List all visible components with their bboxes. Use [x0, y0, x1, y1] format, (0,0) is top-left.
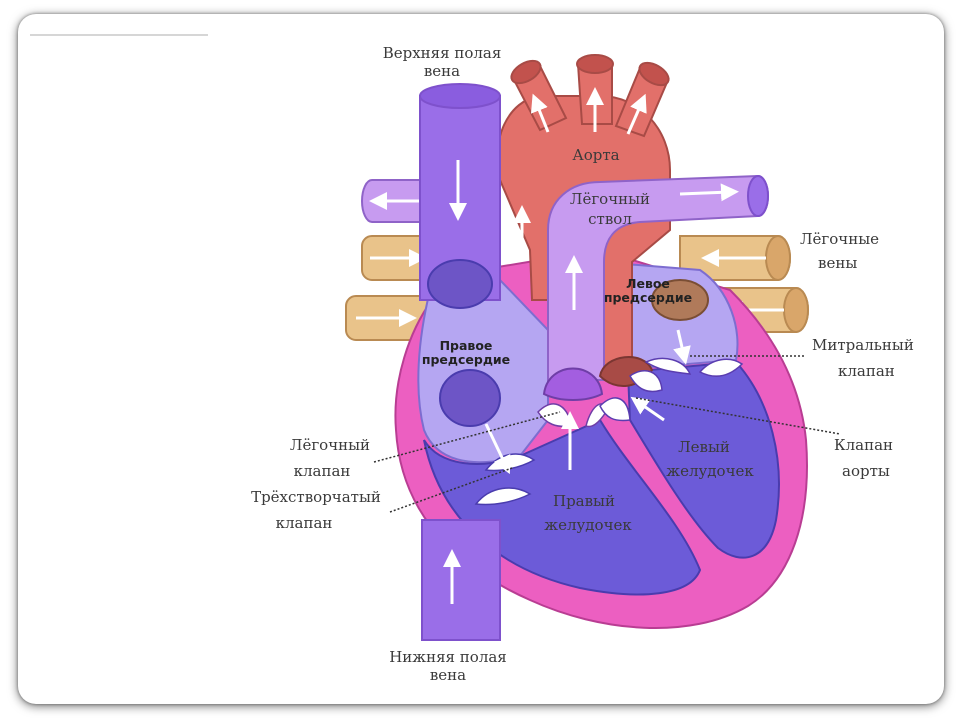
label-left-ventricle-1: Левый — [678, 438, 730, 456]
label-left-ventricle-2: желудочек — [666, 462, 754, 480]
label-inferior-vena-cava-1: Нижняя полая — [389, 648, 507, 666]
left-atrium-vein-opening — [651, 279, 709, 321]
label-right-ventricle-2: желудочек — [544, 516, 632, 534]
label-right-atrium-2: предсердие — [422, 352, 510, 367]
right-atrium-vein-opening — [439, 369, 501, 427]
label-mitral-valve-2: клапан — [838, 362, 895, 380]
label-left-atrium-2: предсердие — [604, 290, 692, 305]
label-mitral-valve-1: Митральный — [812, 336, 914, 354]
label-pulmonary-valve-2: клапан — [294, 462, 351, 480]
label-pulmonary-veins-1: Лёгочные — [800, 230, 879, 248]
chamber-flow-arrows — [484, 329, 691, 475]
label-inferior-vena-cava-2: вена — [430, 666, 466, 684]
aortic-valve — [598, 356, 663, 422]
pulmonary-flow-arrow — [679, 183, 739, 202]
label-superior-vena-cava-2: вена — [424, 62, 460, 80]
label-pulmonary-trunk-1: Лёгочный — [570, 190, 650, 208]
label-aortic-valve-2: аорты — [842, 462, 890, 480]
label-leader-lines — [373, 355, 841, 513]
label-tricuspid-valve-2: клапан — [276, 514, 333, 532]
label-pulmonary-trunk-2: ствол — [588, 210, 632, 228]
label-pulmonary-valve-1: Лёгочный — [290, 436, 370, 454]
superior-vena-cava — [419, 83, 501, 309]
label-aortic-valve-1: Клапан — [834, 436, 893, 454]
label-right-atrium-1: Правое — [440, 338, 493, 353]
label-right-ventricle-1: Правый — [553, 492, 615, 510]
label-pulmonary-veins-2: вены — [818, 254, 857, 272]
label-left-atrium-1: Левое — [626, 276, 670, 291]
left-ventricle — [626, 360, 780, 559]
label-aorta: Аорта — [572, 146, 619, 164]
label-tricuspid-valve-1: Трёхстворчатый — [251, 488, 381, 506]
aortic-branches — [510, 54, 670, 260]
pulmonary-artery-right-end — [747, 175, 769, 217]
inferior-vena-cava — [421, 519, 501, 641]
slide-corner-line — [30, 34, 208, 36]
label-superior-vena-cava-1: Верхняя полая — [383, 44, 502, 62]
